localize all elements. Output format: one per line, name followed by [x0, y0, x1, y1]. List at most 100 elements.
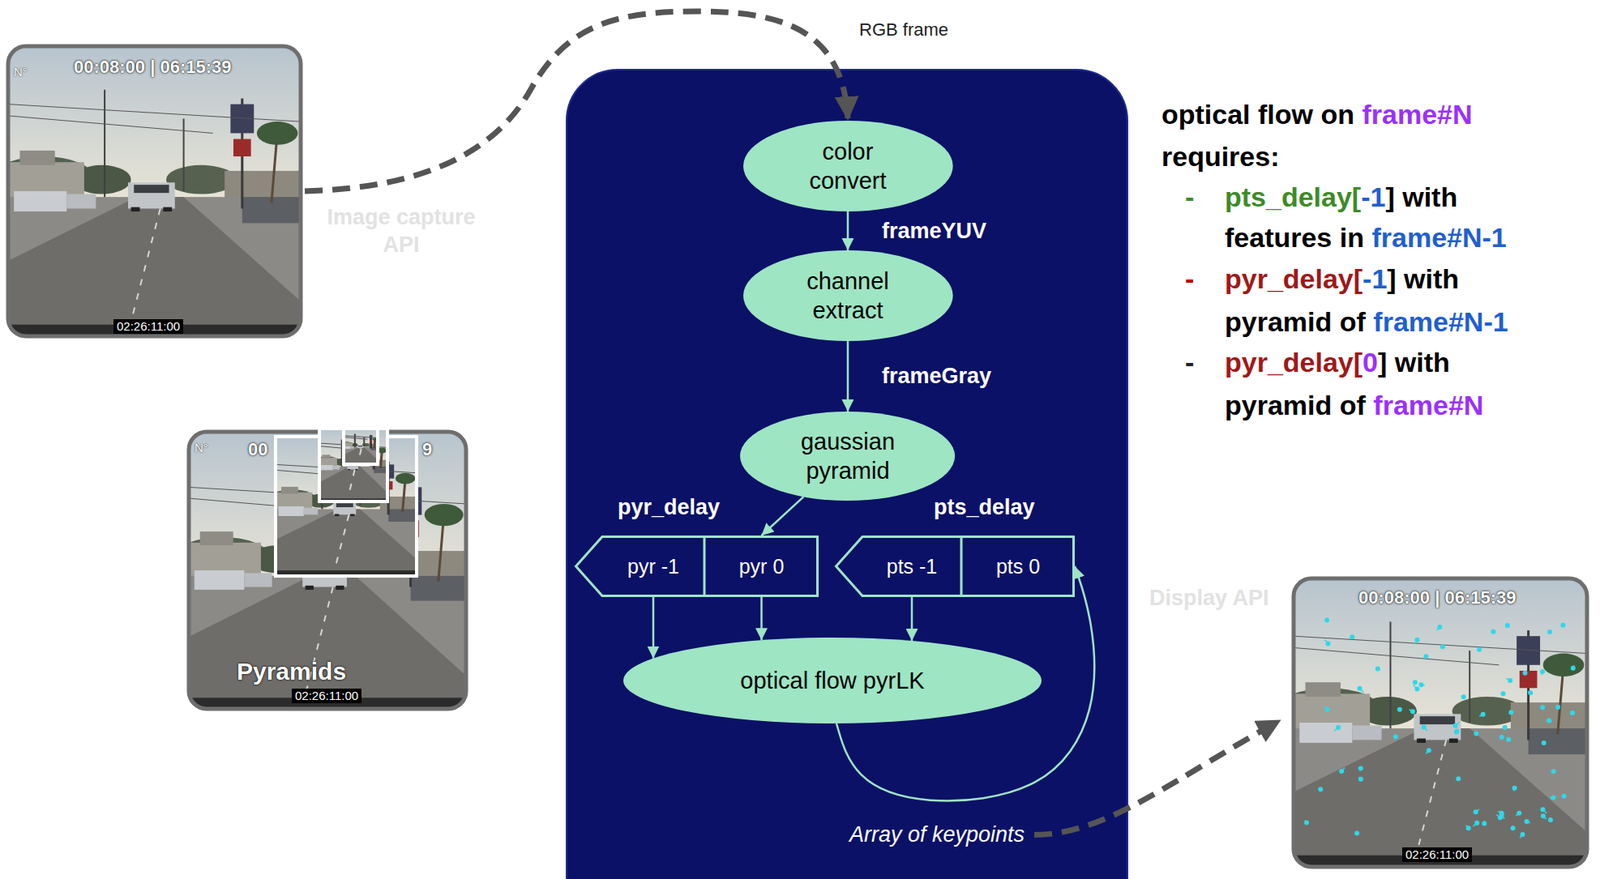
car [128, 182, 176, 209]
street-sign [1519, 671, 1538, 689]
keypoint [1317, 787, 1323, 792]
requirement-note: -1 [1360, 180, 1386, 214]
timestamp: 00:08:00 | 06:15:39 [73, 56, 232, 78]
slot-label: pyr -1 [627, 555, 680, 579]
road [8, 196, 301, 337]
palm-fronds [1543, 654, 1585, 677]
lane-mark [358, 449, 362, 463]
parked-car [350, 446, 354, 449]
requirement-note: frame#N [1373, 389, 1484, 423]
keypoint [1524, 819, 1530, 825]
requirement-note: pyramid of [1224, 389, 1366, 423]
keypoint [1508, 710, 1514, 715]
tire [162, 207, 172, 212]
flow-connector [847, 211, 850, 251]
tire [355, 469, 359, 471]
palm-fronds [424, 504, 464, 527]
requirement-note: ] with [1377, 346, 1451, 380]
keypoint [1505, 623, 1511, 629]
note-line: optical flow onframe#N [1161, 98, 1473, 132]
tire [347, 469, 351, 471]
delay-divider [703, 537, 706, 597]
edge-label-holder: frameYUV [881, 218, 987, 244]
api-label: Display API [1149, 585, 1270, 613]
delay-heading: pyr_delay [617, 494, 720, 521]
delay-buffer: pts_delaypts -1pts 0 [834, 491, 1075, 598]
sky [8, 46, 301, 209]
pole [1389, 621, 1391, 729]
note-line: pyramid offrame#N [1224, 389, 1484, 423]
road [1293, 728, 1588, 868]
label-holder: 00:08:00 | 06:15:39 [73, 56, 232, 78]
keypoint [1555, 705, 1561, 711]
requirement-note: ] with [1385, 180, 1458, 214]
parked-car [1299, 722, 1352, 744]
tire [1449, 739, 1459, 744]
keypoint [1499, 735, 1505, 741]
parked-car [320, 465, 334, 471]
note-line: pyr_delay[-1] with [1224, 262, 1459, 296]
slot-label: pts -1 [886, 555, 938, 579]
requirement-note: pyr_delay[ [1224, 346, 1363, 380]
wire [8, 115, 214, 133]
label-holder: Display API [1149, 585, 1270, 613]
requirement-note: ] with [1386, 262, 1459, 296]
label-holder: RGB frame [859, 19, 949, 41]
car-window [133, 184, 169, 193]
sidewalk [8, 196, 301, 337]
car [333, 502, 356, 515]
requirement-note: requires: [1161, 140, 1280, 174]
signal-name: frameGray [881, 363, 992, 390]
keypoint [1325, 707, 1331, 713]
label-holder: 02:26:11:00 [291, 688, 362, 704]
ellipse-outline [740, 411, 955, 501]
keypoint [1421, 724, 1427, 730]
requirement-note: -1 [1362, 262, 1387, 296]
requirement-note: optical flow on [1161, 98, 1355, 132]
tire [1416, 739, 1426, 744]
road [188, 576, 467, 710]
keypoint [1358, 766, 1364, 772]
sky [1293, 578, 1588, 741]
tire [335, 586, 344, 591]
requirement-note: pyramid of [1224, 305, 1366, 339]
building [200, 531, 234, 546]
keypoint [1473, 809, 1479, 815]
requirement-note: frame#N [1362, 98, 1473, 132]
requirement-note: - [1185, 262, 1194, 296]
road [343, 447, 378, 465]
delay-heading: pts_delay [933, 494, 1036, 521]
output-dashed-arrow [1034, 721, 1280, 836]
requirement-note: 0 [1362, 346, 1378, 380]
timecode: 02:26:11:00 [291, 688, 362, 704]
keypoint [1527, 690, 1533, 696]
wire [1293, 636, 1588, 654]
heading-holder: pts_delay [933, 494, 1036, 521]
palm-fronds [395, 473, 415, 485]
parked-car [333, 466, 340, 471]
lane-mark [347, 469, 355, 498]
sky [343, 428, 378, 450]
keypoint [1540, 807, 1545, 813]
pyramid-level-box [275, 436, 417, 577]
keypoint [1481, 821, 1487, 826]
keypoint [1466, 825, 1472, 831]
keypoint [1520, 832, 1526, 838]
wire [343, 437, 368, 441]
tire [358, 448, 360, 450]
keypoint [1548, 817, 1553, 823]
keypoint [1499, 812, 1505, 818]
keypoint [1455, 776, 1461, 782]
keypoint [1522, 671, 1528, 676]
keypoint [1335, 725, 1341, 731]
timestamp: 00:08:00 | 06:15:39 [1358, 587, 1517, 609]
slot-label: pyr 0 [739, 555, 785, 579]
note-line: pyramid offrame#N-1 [1224, 305, 1509, 339]
flow-connector [847, 341, 850, 412]
parked-car [13, 191, 67, 212]
api-label: Image capture API [312, 204, 491, 260]
parked-car [303, 508, 318, 516]
ellipse-fill [743, 250, 954, 342]
delay-shape [836, 537, 1074, 597]
